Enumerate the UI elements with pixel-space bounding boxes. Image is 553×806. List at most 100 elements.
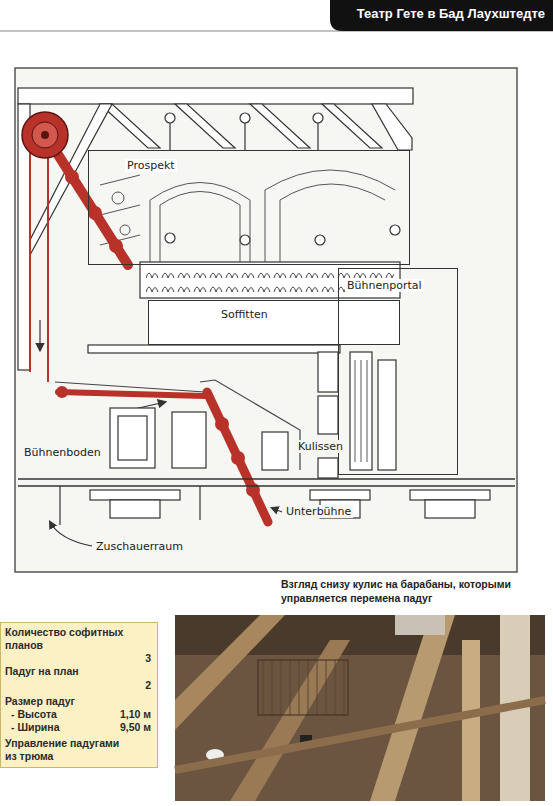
header-tab: [330, 0, 553, 31]
info-row: 3: [5, 652, 151, 665]
wing-frames: [350, 352, 372, 470]
header-tab: [0, 0, 553, 31]
photo-caption: Взгляд снизу кулис на барабаны, которыми…: [281, 578, 549, 605]
info-row: - Высота 1,10 м: [5, 708, 151, 721]
photo: [175, 615, 545, 801]
leader-lines: [50, 453, 282, 546]
photo: [175, 615, 545, 801]
stage-part-name: Prospekt: [125, 159, 177, 172]
roof-truss: [30, 104, 112, 255]
border-band: Soffitten: [148, 300, 400, 345]
info-row: Падуг на план: [5, 665, 151, 678]
photo: [258, 660, 348, 715]
backdrop-painting: [265, 170, 395, 262]
stage-frames: [172, 412, 206, 468]
pulleys: [244, 123, 245, 150]
drum-lower: [246, 483, 260, 497]
roof-truss: [18, 88, 413, 104]
pulleys: [390, 225, 400, 235]
info-text: Количество софитных планов: [5, 626, 130, 652]
stage-frames: [110, 408, 155, 468]
leader-lines: [50, 522, 92, 546]
stage-floor: [18, 479, 515, 486]
info-text: - Высота: [5, 708, 57, 721]
drum-upper: [65, 170, 79, 184]
info-row: Размер падуг: [5, 695, 151, 708]
info-text: 9,50 м: [103, 721, 151, 734]
drum-upper: [29, 150, 31, 372]
drum-upper: [47, 158, 49, 382]
drum-upper: [32, 122, 58, 148]
backdrop-painting: [280, 184, 385, 262]
understage-trusses: [310, 490, 370, 500]
info-row: 2: [5, 679, 151, 692]
drum-upper: [39, 320, 40, 350]
backdrop-painting: [160, 192, 240, 263]
info-text: 1,10 м: [103, 708, 151, 721]
roof-truss: [18, 88, 413, 370]
stage-frames: [118, 416, 147, 460]
drum-upper: [22, 112, 128, 382]
info-row: Управление падугами из трюма: [5, 737, 151, 763]
info-text: Падуг на план: [5, 665, 79, 678]
roof-truss: [175, 104, 235, 148]
stage-part-name: Soffitten: [219, 308, 270, 321]
backdrop-painting: [100, 170, 395, 262]
part-label: Kulissen: [296, 440, 345, 453]
photo: [370, 615, 455, 801]
wing-frames: [318, 352, 396, 478]
info-text: - Ширина: [5, 721, 59, 734]
pulleys: [165, 113, 175, 123]
leader-lines: [272, 508, 282, 512]
understage-trusses: [60, 486, 490, 525]
drum-upper: [88, 206, 102, 220]
stage-part-name: Bühnenportal: [345, 279, 424, 292]
understage-trusses: [425, 500, 475, 518]
drum-lower: [207, 392, 268, 522]
stage-frames: [262, 432, 288, 470]
wing-frames: [318, 352, 338, 392]
wing-frames: [318, 458, 338, 478]
info-text: 3: [145, 652, 151, 665]
part-label: Unterbühne: [284, 505, 353, 518]
page-title: Театр Гете в Бад Лаухштедте: [357, 6, 545, 21]
pulleys: [313, 113, 323, 123]
photo: [462, 640, 480, 801]
stage-frames: [110, 408, 288, 470]
roof-truss: [250, 104, 310, 148]
drum-lower: [215, 417, 229, 431]
wing-frames: [378, 360, 396, 470]
wing-frames: [318, 396, 338, 434]
drum-lower: [200, 380, 300, 470]
stage-floor: [18, 478, 515, 479]
portal-box: Bühnenportal: [338, 268, 458, 475]
backdrop-painting: [120, 225, 130, 235]
pulleys: [165, 113, 400, 245]
part-label: Bühnenboden: [22, 446, 103, 459]
photo: [175, 700, 545, 770]
photo: [395, 615, 445, 635]
drum-upper: [41, 131, 49, 139]
understage-trusses: [59, 486, 60, 525]
drum-upper: [109, 239, 123, 253]
drum-upper: [22, 112, 68, 158]
roof-truss: [322, 104, 382, 148]
understage-trusses: [90, 490, 180, 500]
part-label: Zuschauerraum: [94, 540, 185, 553]
info-text: Размер падуг: [5, 695, 75, 708]
understage-trusses: [410, 490, 490, 500]
roof-truss: [372, 104, 412, 150]
wing-frames: [355, 360, 367, 462]
diagram-frame: [15, 68, 517, 572]
backdrop-box: Prospekt: [88, 150, 410, 265]
photo: [230, 640, 350, 801]
stage-platform: [88, 345, 340, 353]
pulleys: [317, 123, 318, 150]
pulleys: [240, 235, 250, 245]
pulleys: [315, 235, 325, 245]
drum-lower: [58, 392, 205, 396]
stage-floor: [18, 485, 515, 486]
info-row: - Ширина 9,50 м: [5, 721, 151, 734]
drum-upper: [50, 142, 128, 265]
